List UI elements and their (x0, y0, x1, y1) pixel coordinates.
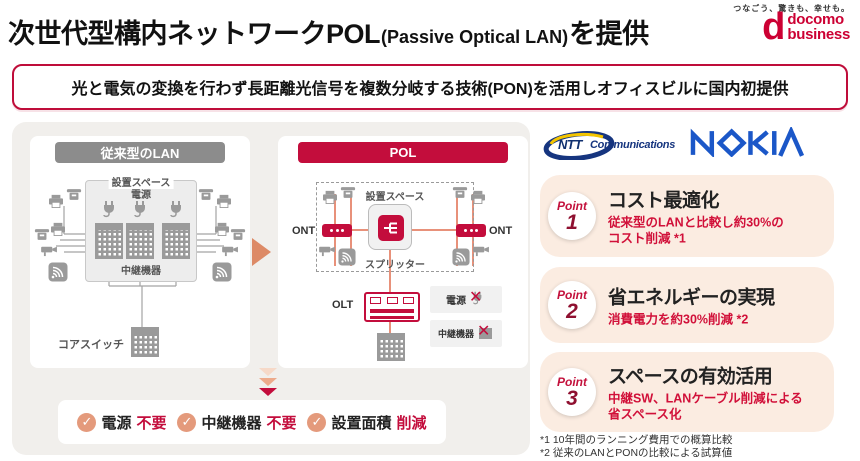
power-label: 電源 (131, 190, 151, 201)
camera-icon (472, 244, 491, 257)
nokia-wordmark-text: NOKIA (0, 0, 1, 1)
ont-device (456, 224, 486, 237)
cascade-arrows-icon (259, 368, 277, 396)
phone-icon (340, 186, 356, 199)
footnote: *1 10年間のランニング費用での概算比較 (540, 434, 733, 446)
cross-icon: ✕ (469, 289, 483, 306)
wifi-icon (212, 262, 232, 282)
point-title: コスト最適化 (608, 190, 720, 212)
printer-icon (322, 190, 338, 204)
benefit-item: ✓ 設置面積削減 (307, 412, 427, 433)
relay-box-icon (479, 328, 492, 339)
arrow-right-icon (252, 238, 271, 266)
footnote: *2 従来のLANとPONの比較による試算値 (540, 447, 733, 460)
core-switch-label: コアスイッチ (58, 339, 124, 351)
relay-switch-icon (95, 223, 123, 259)
camera-icon (221, 244, 240, 257)
printer-icon (48, 194, 64, 208)
core-switch-icon (131, 327, 159, 357)
splitter-label: スプリッター (365, 260, 425, 271)
relay-switch-icon (126, 223, 154, 259)
printer-icon (470, 190, 486, 204)
docomo-wordmark: docomo business (787, 11, 850, 43)
wifi-icon (452, 248, 470, 266)
point-card-1: Point 1 コスト最適化 従来型のLANと比較し約30%の コスト削減 *1 (540, 175, 834, 257)
point-badge: Point 2 (548, 281, 596, 329)
printer-icon (216, 194, 232, 208)
benefit-item: ✓ 中継機器不要 (177, 412, 297, 433)
relay-switch-icon (162, 223, 190, 259)
docomo-business-logo: d docomo business (762, 6, 850, 48)
point-card-2: Point 2 省エネルギーの実現 消費電力を約30%削減 *2 (540, 267, 834, 343)
phone-icon (198, 188, 214, 201)
brand-tagline: つなごう、驚きも、幸せも。 (733, 4, 850, 13)
plug-icon (133, 200, 147, 218)
check-icon: ✓ (77, 412, 97, 432)
page-title: 次世代型構内ネットワークPOL (Passive Optical LAN) を提… (8, 19, 649, 49)
docomo-d-icon: d (762, 6, 785, 48)
legacy-lan-card: 従来型のLAN 設置スペース 電源 中継機器 (30, 136, 250, 368)
pol-space-label: 設置スペース (365, 192, 425, 203)
legacy-lan-header: 従来型のLAN (55, 142, 225, 163)
point-badge: Point 3 (548, 368, 596, 416)
ont-left-label: ONT (292, 225, 316, 237)
lead-banner: 光と電気の変換を行わず長距離光信号を複数分岐する技術(PON)を活用しオフィスビ… (12, 64, 848, 110)
ntt-communications-logo: NTT Communications (543, 130, 685, 160)
ont-device (322, 224, 352, 237)
point-title: 省エネルギーの実現 (608, 287, 775, 309)
olt-label: OLT (332, 299, 354, 311)
benefit-item: ✓ 電源不要 (77, 412, 167, 433)
splitter-housing (368, 204, 412, 250)
wifi-icon (48, 262, 68, 282)
wifi-icon (338, 248, 356, 266)
printer-icon (214, 222, 230, 236)
phone-icon (452, 186, 468, 199)
relay-label: 中継機器 (121, 266, 161, 277)
benefits-bar: ✓ 電源不要 ✓ 中継機器不要 ✓ 設置面積削減 (58, 400, 446, 444)
plug-icon (102, 200, 116, 218)
plug-icon (169, 200, 183, 218)
check-icon: ✓ (307, 412, 327, 432)
point-title: スペースの有効活用 (608, 366, 773, 388)
phone-icon (66, 188, 82, 201)
legend-power: 電源 ✕ (430, 286, 502, 313)
phone-icon (230, 228, 246, 241)
nokia-logo (690, 127, 804, 157)
point-badge: Point 1 (548, 192, 596, 240)
install-space-label: 設置スペース (108, 174, 174, 189)
cross-icon: ✕ (477, 323, 491, 340)
printer-icon (50, 222, 66, 236)
diagram-panel: 従来型のLAN 設置スペース 電源 中継機器 (12, 122, 530, 455)
uplink-switch-icon (377, 333, 405, 361)
phone-icon (34, 228, 50, 241)
check-icon: ✓ (177, 412, 197, 432)
pol-card: POL 設置スペース スプリッター ONT ONT OLT (278, 136, 528, 368)
point-desc: 従来型のLANと比較し約30%の コスト削減 *1 (608, 215, 784, 246)
legend-relay: 中継機器 ✕ (430, 320, 502, 347)
point-card-3: Point 3 スペースの有効活用 中継SW、LANケーブル削減による 省スペー… (540, 352, 834, 432)
pol-header: POL (298, 142, 508, 163)
camera-icon (318, 244, 337, 257)
point-desc: 消費電力を約30%削減 *2 (608, 312, 749, 327)
camera-icon (40, 244, 59, 257)
splitter-icon (378, 215, 404, 241)
olt-device (364, 292, 420, 322)
point-desc: 中継SW、LANケーブル削減による 省スペース化 (608, 391, 803, 422)
footnotes: *1 10年間のランニング費用での概算比較 *2 従来のLANとPONの比較によ… (540, 434, 733, 460)
ntt-swoosh-icon (543, 131, 615, 160)
ont-right-label: ONT (489, 225, 513, 237)
